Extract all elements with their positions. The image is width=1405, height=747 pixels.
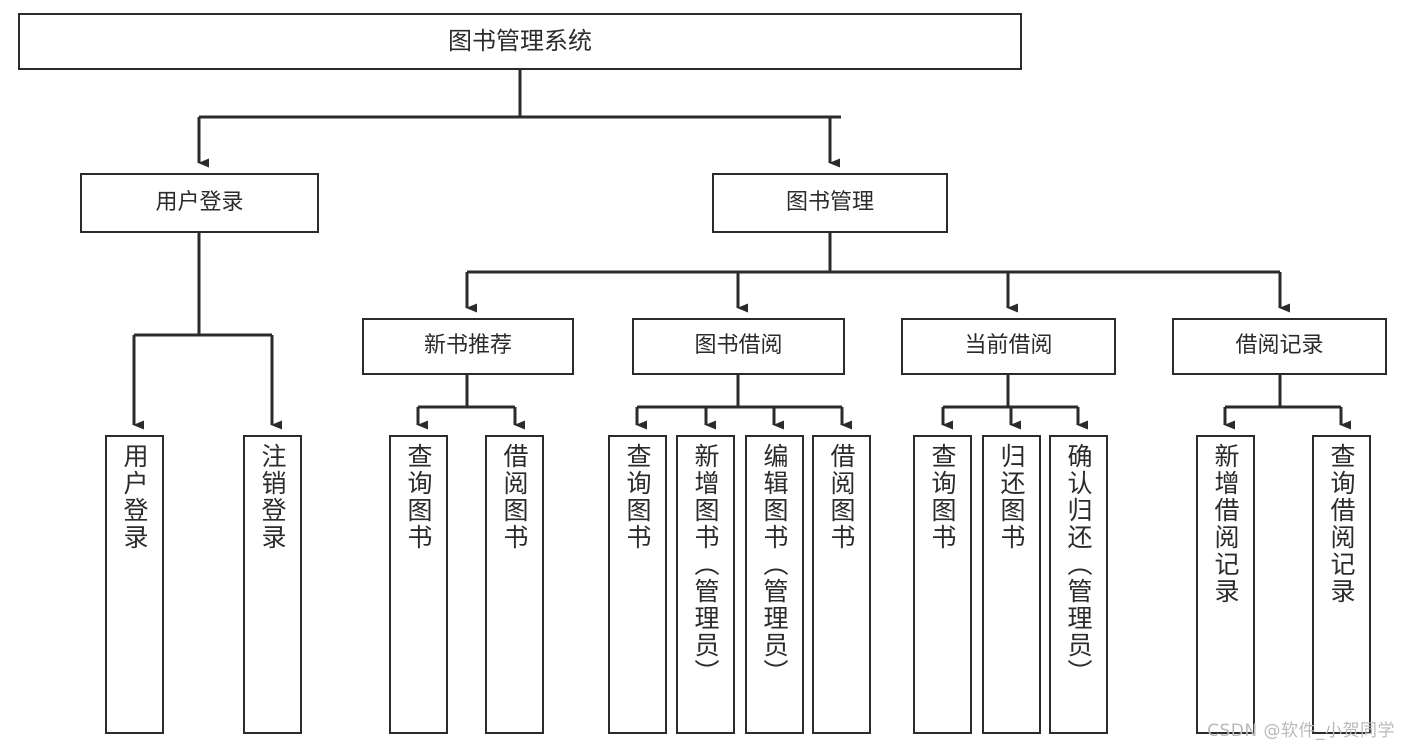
leaf-node[interactable]: 新增图书（管理员） xyxy=(676,435,735,734)
leaf-node-label: 新增图书（管理员） xyxy=(691,443,720,686)
node-user-login[interactable]: 用户登录 xyxy=(80,173,319,233)
leaf-node-label: 查询借阅记录 xyxy=(1327,443,1356,605)
node-root-system[interactable]: 图书管理系统 xyxy=(18,13,1022,70)
leaf-node-label: 查询图书 xyxy=(623,443,652,551)
leaf-node-label: 查询图书 xyxy=(404,443,433,551)
node-borrow-record-label: 借阅记录 xyxy=(1235,333,1324,359)
node-book-management[interactable]: 图书管理 xyxy=(712,173,948,233)
leaf-node-label: 新增借阅记录 xyxy=(1211,443,1240,605)
edges-borrow-to-leaves xyxy=(635,375,852,430)
leaf-node[interactable]: 注销登录 xyxy=(243,435,302,734)
edges-record-to-leaves xyxy=(1223,375,1351,430)
node-new-book-recommend[interactable]: 新书推荐 xyxy=(362,318,574,375)
leaf-node[interactable]: 确认归还（管理员） xyxy=(1049,435,1108,734)
node-book-borrow[interactable]: 图书借阅 xyxy=(632,318,845,375)
edges-userlogin-to-leaves xyxy=(132,233,282,430)
node-current-borrow[interactable]: 当前借阅 xyxy=(901,318,1116,375)
edges-newbook-to-leaves xyxy=(416,375,525,430)
node-user-login-label: 用户登录 xyxy=(155,189,244,215)
leaf-node[interactable]: 查询图书 xyxy=(389,435,448,734)
leaf-node-label: 编辑图书（管理员） xyxy=(760,443,789,686)
edges-root-to-level1 xyxy=(197,70,841,168)
node-new-book-recommend-label: 新书推荐 xyxy=(423,333,512,359)
leaf-node[interactable]: 借阅图书 xyxy=(485,435,544,734)
leaf-node-label: 用户登录 xyxy=(120,443,149,551)
node-root-label: 图书管理系统 xyxy=(448,27,592,56)
edges-level1-to-level2 xyxy=(465,233,1290,313)
leaf-node[interactable]: 查询借阅记录 xyxy=(1312,435,1371,734)
node-borrow-record[interactable]: 借阅记录 xyxy=(1172,318,1387,375)
leaf-node[interactable]: 借阅图书 xyxy=(812,435,871,734)
node-book-management-label: 图书管理 xyxy=(785,189,874,215)
leaf-node[interactable]: 归还图书 xyxy=(982,435,1041,734)
node-current-borrow-label: 当前借阅 xyxy=(964,333,1053,359)
leaf-node-label: 确认归还（管理员） xyxy=(1064,443,1093,686)
leaf-node[interactable]: 编辑图书（管理员） xyxy=(745,435,804,734)
leaf-node-label: 归还图书 xyxy=(997,443,1026,551)
edges-current-to-leaves xyxy=(941,375,1088,430)
leaf-node-label: 借阅图书 xyxy=(827,443,856,551)
leaf-node-label: 借阅图书 xyxy=(500,443,529,551)
leaf-node-label: 查询图书 xyxy=(928,443,957,551)
leaf-node[interactable]: 用户登录 xyxy=(105,435,164,734)
node-book-borrow-label: 图书借阅 xyxy=(694,333,783,359)
leaf-node[interactable]: 查询图书 xyxy=(913,435,972,734)
leaf-node[interactable]: 新增借阅记录 xyxy=(1196,435,1255,734)
leaf-node-label: 注销登录 xyxy=(258,443,287,551)
leaf-node[interactable]: 查询图书 xyxy=(608,435,667,734)
